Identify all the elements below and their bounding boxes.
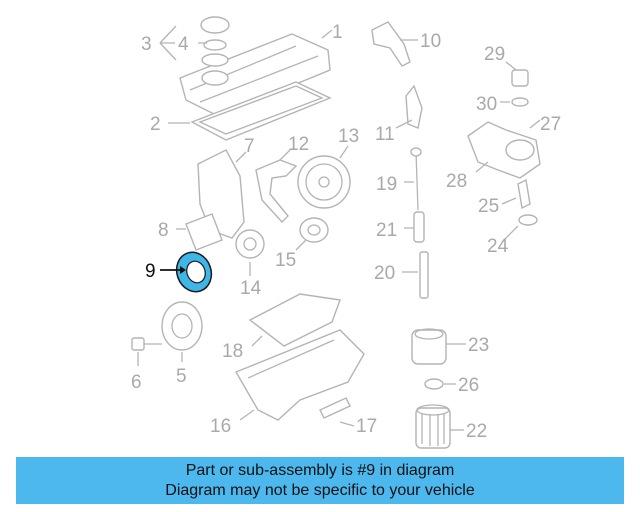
callout-2: 2 (150, 114, 161, 135)
callout-6: 6 (131, 372, 142, 393)
pipe-part[interactable] (517, 178, 538, 226)
oil-pan-part[interactable] (234, 329, 365, 421)
callout-27: 27 (540, 114, 561, 135)
callout-labels: 1 2 3 4 5 6 7 8 9 10 11 12 13 14 15 16 1… (131, 22, 561, 442)
callout-7: 7 (244, 136, 255, 157)
valve-cover-gasket-part[interactable] (190, 81, 332, 141)
camshaft-gear-part[interactable] (297, 155, 351, 209)
sensor-part[interactable] (511, 69, 529, 107)
callout-11: 11 (375, 124, 395, 145)
callout-23: 23 (468, 335, 489, 356)
banner-line-2: Diagram may not be specific to your vehi… (165, 481, 475, 499)
callout-24: 24 (487, 236, 509, 257)
callout-16: 16 (210, 416, 231, 437)
callout-26: 26 (458, 375, 479, 396)
callout-25: 25 (478, 196, 499, 217)
callout-9: 9 (145, 261, 156, 282)
timing-cover-upper-part[interactable] (371, 21, 411, 67)
callout-20: 20 (374, 263, 395, 284)
callout-14: 14 (240, 278, 262, 299)
highlighted-part-9[interactable] (171, 247, 217, 296)
vibration-damper-part[interactable] (161, 301, 203, 351)
seal-carrier-part[interactable] (185, 213, 223, 251)
callout-15: 15 (275, 250, 296, 271)
timing-belt-part[interactable] (255, 159, 298, 224)
oil-cooler-gasket-part[interactable] (424, 378, 444, 390)
callout-8: 8 (158, 220, 169, 241)
callout-17: 17 (356, 416, 377, 437)
callout-3: 3 (141, 34, 152, 55)
dipstick-part[interactable] (410, 147, 429, 299)
callout-5: 5 (176, 366, 187, 387)
callout-21: 21 (376, 220, 397, 241)
oil-pan-baffle-part[interactable] (248, 293, 341, 347)
valve-cover-part[interactable] (179, 16, 331, 117)
callout-10: 10 (420, 31, 441, 52)
banner-line-1: Part or sub-assembly is #9 in diagram (185, 461, 455, 479)
bracket-part[interactable] (405, 84, 423, 129)
oil-filter-part[interactable] (415, 404, 451, 449)
callout-30: 30 (476, 94, 497, 115)
callout-4: 4 (178, 34, 189, 55)
callout-22: 22 (466, 421, 487, 442)
callout-28: 28 (446, 171, 467, 192)
callout-1: 1 (332, 22, 343, 43)
sealant-tube-part[interactable] (319, 397, 351, 419)
bolt-part[interactable] (131, 337, 162, 351)
oil-cooler-part[interactable] (411, 328, 447, 365)
tensioner-pulley-part[interactable] (299, 217, 329, 243)
callout-29: 29 (484, 44, 505, 65)
crankshaft-gear-part[interactable] (235, 229, 265, 259)
callout-12: 12 (288, 134, 309, 155)
callout-19: 19 (376, 174, 397, 195)
callout-18: 18 (222, 341, 243, 362)
callout-13: 13 (338, 126, 359, 147)
info-banner: Part or sub-assembly is #9 in diagram Di… (16, 457, 624, 504)
parts-diagram: 1 2 3 4 5 6 7 8 9 10 11 12 13 14 15 16 1… (131, 16, 561, 449)
